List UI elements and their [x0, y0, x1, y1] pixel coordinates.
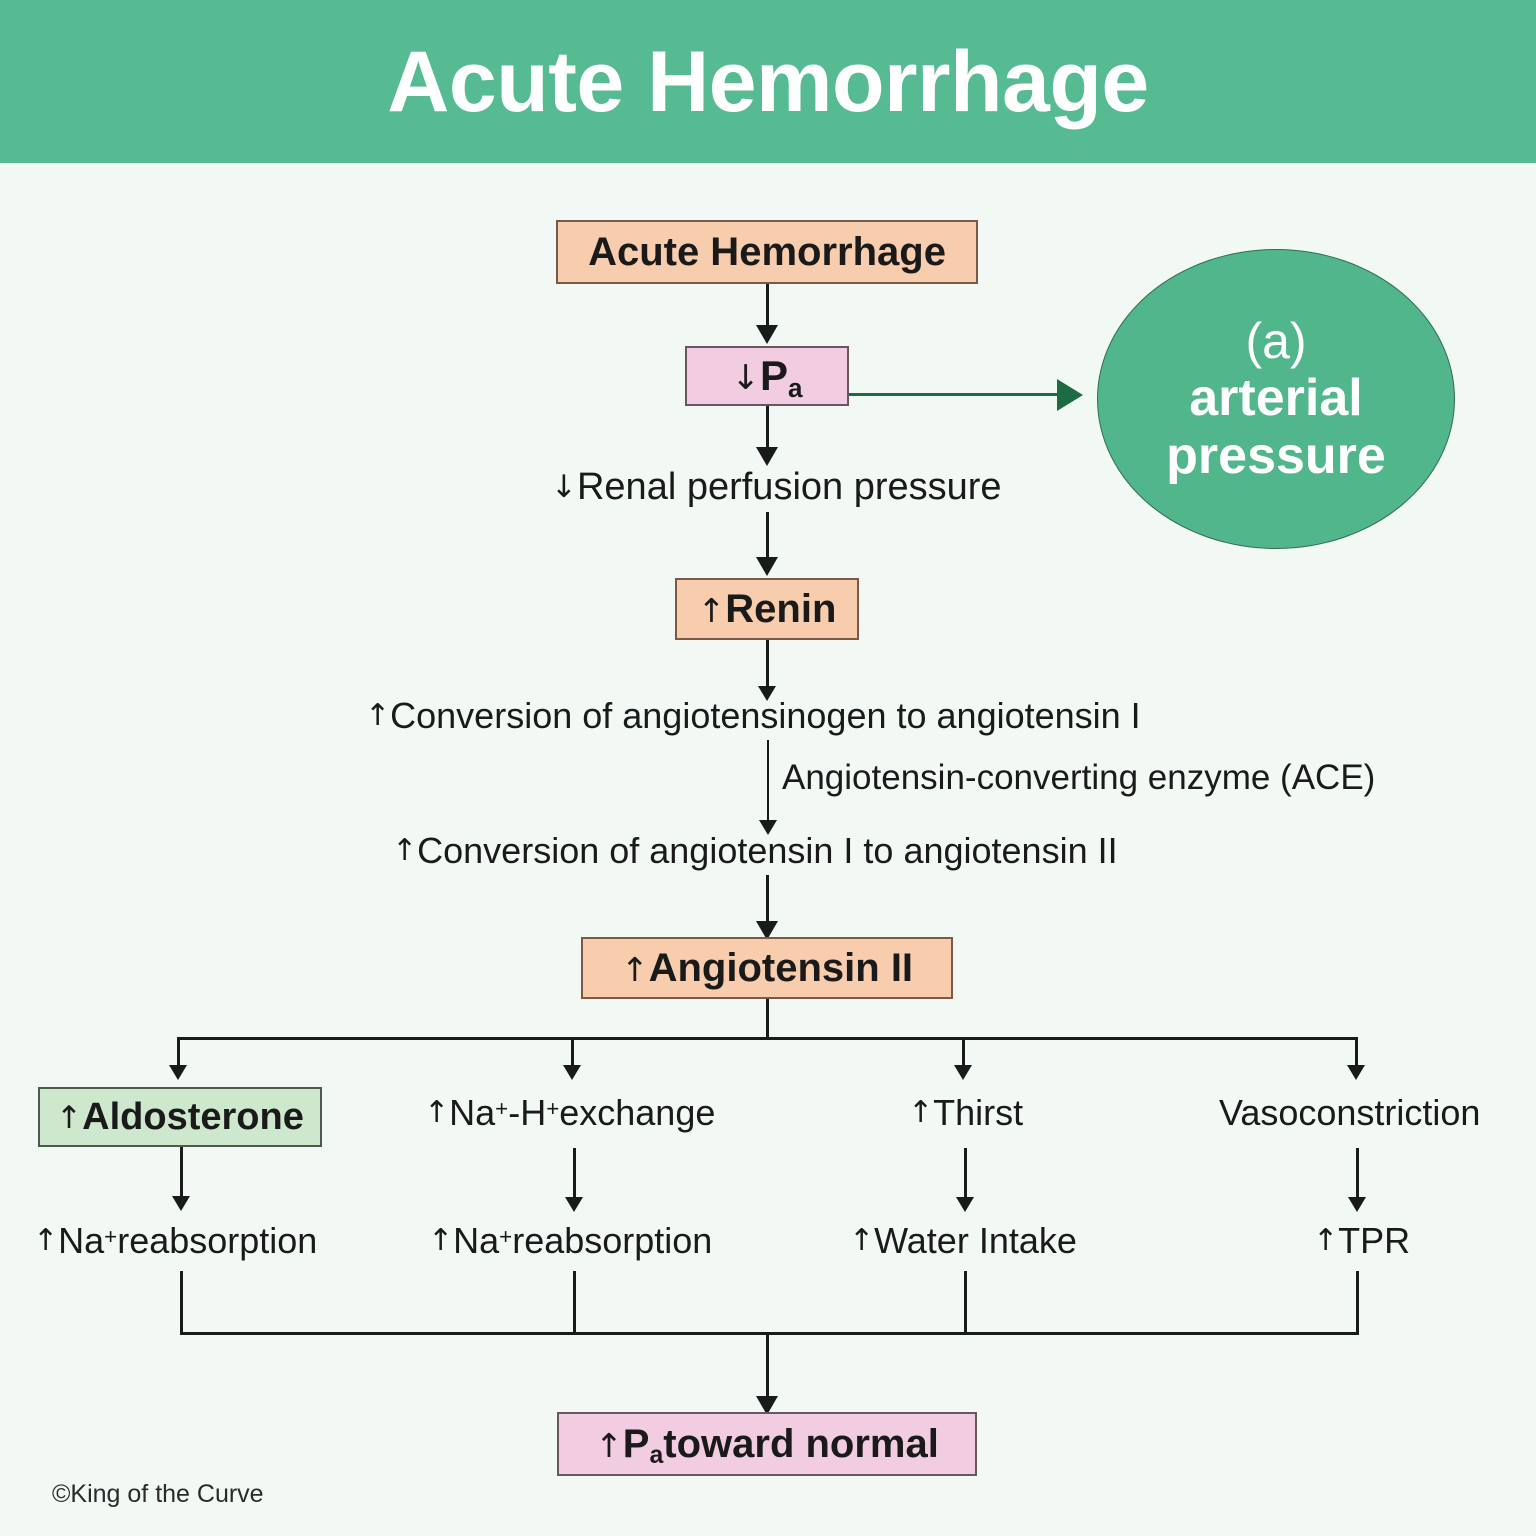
- arrowhead-hemorrhage-to-pa: [756, 325, 778, 344]
- connector-na-h-to-na-reabsorption: [573, 1148, 576, 1200]
- node-na-reabsorption-aldosterone-label: Na+ reabsorption: [58, 1220, 318, 1261]
- callout-line-pressure: pressure: [1166, 427, 1386, 485]
- node-pa-toward-normal: Pa toward normal: [557, 1412, 977, 1476]
- arrowhead-thirst-to-water-intake: [956, 1197, 974, 1212]
- node-na-h-exchange: Na+-H+ exchange: [424, 1092, 715, 1134]
- up-arrow-icon: [392, 836, 417, 866]
- up-arrow-icon: [424, 1098, 449, 1128]
- branch-bus-stem: [766, 999, 769, 1039]
- branch-drop-aldosterone: [177, 1037, 180, 1069]
- up-arrow-icon: [56, 1103, 82, 1134]
- node-conversion-angiotensin-i: Conversion of angiotensin I to angiotens…: [392, 830, 1118, 872]
- arrowhead-vasoconstriction-to-tpr: [1348, 1197, 1366, 1212]
- callout-line-a: (a): [1245, 312, 1307, 369]
- node-na-h-exchange-label: Na+-H+ exchange: [449, 1092, 716, 1133]
- node-aldosterone-label: Aldosterone: [82, 1095, 304, 1138]
- node-thirst-label: Thirst: [933, 1092, 1024, 1133]
- branch-drop-thirst: [962, 1037, 965, 1069]
- up-arrow-icon: [595, 1429, 623, 1462]
- branch-drop-vasoconstriction: [1355, 1037, 1358, 1069]
- node-renal-perfusion-pressure: Renal perfusion pressure: [551, 466, 1002, 509]
- connector-renal-to-renin: [766, 512, 769, 560]
- converge-riser-water-intake: [964, 1271, 967, 1335]
- arrowhead-na-h-to-na-reabsorption: [565, 1197, 583, 1212]
- arrowhead-conversion2-to-angiotensin2: [756, 921, 778, 940]
- arterial-pressure-callout: (a) arterial pressure: [1097, 249, 1455, 549]
- connector-pa-to-renal: [766, 406, 769, 450]
- node-angiotensin-ii: Angiotensin II: [581, 937, 953, 999]
- node-decreased-pa: Pa: [685, 346, 849, 406]
- up-arrow-icon: [365, 701, 390, 731]
- node-na-reabsorption-aldosterone: Na+ reabsorption: [33, 1220, 317, 1262]
- node-aldosterone: Aldosterone: [38, 1087, 322, 1147]
- connector-conversion2-to-angiotensin2: [766, 875, 769, 925]
- up-arrow-icon: [33, 1226, 58, 1256]
- connector-vasoconstriction-to-tpr: [1356, 1148, 1359, 1200]
- down-arrow-icon: [551, 472, 577, 503]
- node-tpr: TPR: [1313, 1220, 1410, 1262]
- copyright-credit: ©King of the Curve: [52, 1480, 264, 1508]
- node-tpr-label: TPR: [1338, 1220, 1411, 1261]
- node-vasoconstriction: Vasoconstriction: [1219, 1092, 1480, 1134]
- node-conversion-angiotensinogen: Conversion of angiotensinogen to angiote…: [365, 695, 1141, 737]
- callout-connector-line: [800, 393, 1062, 396]
- up-arrow-icon: [908, 1098, 933, 1128]
- branch-drop-na-h-exchange: [571, 1037, 574, 1069]
- node-water-intake-label: Water Intake: [874, 1220, 1077, 1261]
- up-arrow-icon: [1313, 1226, 1338, 1256]
- arrowhead-branch-thirst: [954, 1065, 972, 1080]
- converge-riser-na-exchange: [573, 1271, 576, 1335]
- node-ace-text: Angiotensin-converting enzyme (ACE): [782, 758, 1376, 797]
- up-arrow-icon: [621, 953, 649, 986]
- node-water-intake: Water Intake: [849, 1220, 1077, 1262]
- arrowhead-aldosterone-to-na-reabsorption: [172, 1196, 190, 1211]
- node-renin-label: Renin: [725, 586, 837, 631]
- converge-riser-tpr: [1356, 1271, 1359, 1335]
- node-angiotensin-ii-label: Angiotensin II: [648, 945, 914, 990]
- connector-aldosterone-to-na-reabsorption: [180, 1147, 183, 1199]
- arrowhead-branch-na-h-exchange: [563, 1065, 581, 1080]
- node-renal-perfusion-pressure-label: Renal perfusion pressure: [576, 466, 1002, 508]
- page-header: Acute Hemorrhage: [0, 0, 1536, 163]
- node-na-reabsorption-exchange-label: Na+ reabsorption: [453, 1220, 713, 1261]
- connector-thirst-to-water-intake: [964, 1148, 967, 1200]
- callout-line-arterial: arterial: [1189, 368, 1363, 427]
- callout-connector-arrowhead: [1057, 379, 1083, 411]
- connector-hemorrhage-to-pa: [766, 284, 769, 328]
- arrowhead-conversion1-to-conversion2: [759, 820, 777, 835]
- arrowhead-converge-to-outcome: [756, 1396, 778, 1415]
- node-conversion-angiotensinogen-label: Conversion of angiotensinogen to angiote…: [390, 695, 1141, 736]
- branch-bus-horizontal: [178, 1037, 1358, 1040]
- node-acute-hemorrhage: Acute Hemorrhage: [556, 220, 978, 284]
- node-thirst: Thirst: [908, 1092, 1023, 1134]
- connector-renin-to-conversion1: [766, 640, 769, 688]
- converge-bus-horizontal: [180, 1332, 1359, 1335]
- down-arrow-icon: [732, 361, 761, 395]
- node-na-reabsorption-exchange: Na+ reabsorption: [428, 1220, 712, 1262]
- up-arrow-icon: [428, 1226, 453, 1256]
- page-title: Acute Hemorrhage: [387, 33, 1149, 130]
- arrowhead-pa-to-renal: [756, 447, 778, 466]
- connector-converge-to-outcome: [766, 1332, 769, 1400]
- up-arrow-icon: [698, 594, 726, 627]
- node-acute-hemorrhage-label: Acute Hemorrhage: [588, 229, 946, 274]
- arrowhead-renin-to-conversion1: [758, 686, 776, 701]
- converge-riser-na-aldosterone: [180, 1271, 183, 1335]
- arrowhead-renal-to-renin: [756, 557, 778, 576]
- connector-conversion1-to-conversion2: [767, 740, 769, 822]
- arrowhead-branch-vasoconstriction: [1347, 1065, 1365, 1080]
- node-vasoconstriction-label: Vasoconstriction: [1219, 1092, 1481, 1133]
- up-arrow-icon: [849, 1226, 874, 1256]
- arrowhead-branch-aldosterone: [169, 1065, 187, 1080]
- node-renin: Renin: [675, 578, 859, 640]
- node-ace-label: Angiotensin-converting enzyme (ACE): [782, 758, 1375, 798]
- node-conversion-angiotensin-i-label: Conversion of angiotensin I to angiotens…: [417, 830, 1118, 871]
